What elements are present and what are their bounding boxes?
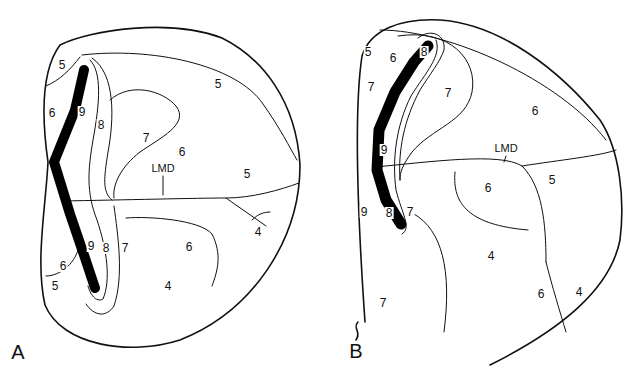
contour-line bbox=[546, 262, 566, 332]
region-label: 9 bbox=[360, 206, 369, 218]
region-label: 7 bbox=[379, 297, 388, 309]
region-label: 8 bbox=[420, 46, 429, 58]
region-label: 4 bbox=[164, 280, 173, 292]
region-label: 7 bbox=[444, 87, 453, 99]
region-label: 7 bbox=[406, 206, 415, 218]
contour-line bbox=[252, 212, 270, 220]
contour-line bbox=[126, 218, 218, 286]
contour-line bbox=[226, 198, 266, 226]
region-label: 8 bbox=[97, 119, 106, 131]
region-label: LMD bbox=[150, 163, 175, 174]
region-label: 6 bbox=[59, 260, 68, 272]
panel-letter: B bbox=[348, 341, 363, 361]
region-label: 6 bbox=[484, 182, 493, 194]
region-label: 4 bbox=[487, 250, 496, 262]
region-label: 6 bbox=[185, 241, 194, 253]
section-outline bbox=[41, 27, 300, 347]
leader-line bbox=[163, 176, 164, 195]
region-label: 5 bbox=[548, 174, 557, 186]
section-outline bbox=[357, 20, 622, 365]
region-label: 5 bbox=[58, 59, 67, 71]
contour-line bbox=[46, 57, 80, 86]
region-label: 6 bbox=[48, 107, 57, 119]
region-label: 8 bbox=[102, 242, 111, 254]
region-label: 9 bbox=[78, 106, 87, 118]
region-label: 6 bbox=[537, 288, 546, 300]
panel-letter: A bbox=[10, 342, 25, 362]
region-label: LMD bbox=[493, 143, 518, 154]
leader-line bbox=[504, 156, 506, 162]
region-label: 7 bbox=[121, 242, 130, 254]
region-label: 4 bbox=[575, 286, 584, 298]
region-label: 7 bbox=[367, 81, 376, 93]
region-label: 8 bbox=[385, 207, 394, 219]
contour-line bbox=[375, 159, 546, 262]
region-label: 5 bbox=[214, 78, 223, 90]
contour-line bbox=[380, 30, 606, 140]
region-label: 6 bbox=[178, 146, 187, 158]
region-label: 9 bbox=[380, 144, 389, 156]
contour-line bbox=[62, 183, 299, 201]
contour-line bbox=[82, 53, 297, 160]
contour-line bbox=[400, 33, 445, 180]
section-outline bbox=[356, 322, 358, 340]
region-label: 5 bbox=[51, 280, 60, 292]
contour-line bbox=[86, 206, 119, 314]
black-band bbox=[377, 46, 428, 224]
region-label: 5 bbox=[364, 46, 373, 58]
contour-line bbox=[522, 150, 616, 166]
region-label: 5 bbox=[243, 168, 252, 180]
contour-line bbox=[92, 58, 112, 200]
contour-line bbox=[398, 35, 473, 180]
region-label: 6 bbox=[389, 52, 398, 64]
black-band bbox=[54, 70, 95, 288]
contour-line bbox=[110, 90, 180, 198]
region-label: 4 bbox=[254, 226, 263, 238]
contour-line bbox=[455, 172, 528, 230]
region-label: 7 bbox=[142, 132, 151, 144]
region-label: 9 bbox=[87, 240, 96, 252]
contour-line bbox=[46, 250, 78, 276]
contour-line bbox=[414, 214, 447, 332]
region-label: 6 bbox=[531, 105, 540, 117]
